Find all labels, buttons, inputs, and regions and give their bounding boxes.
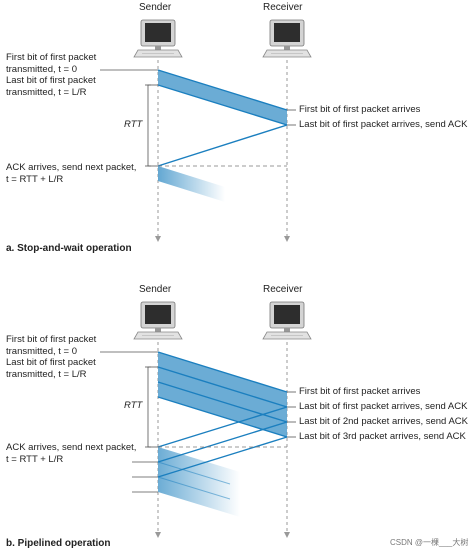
first-bit-label-line2: transmitted, t = 0: [6, 346, 78, 357]
receiver-timeline-arrow-bottom: [284, 532, 290, 538]
packet-1-trailing-edge-top: [157, 84, 288, 126]
last-bit-label-line2: transmitted, t = L/R: [6, 369, 87, 380]
packet-1-leading-edge-top: [157, 69, 288, 111]
last-bit-label-line1: Last bit of first packet: [6, 75, 96, 86]
fading-edge-1-bottom: [157, 461, 231, 485]
sender-computer-icon-top: [133, 19, 183, 58]
ack-arrives-label-line1: ACK arrives, send next packet,: [6, 162, 137, 173]
packet-edge-2-bottom: [157, 381, 288, 423]
fading-edge-2-bottom: [157, 476, 231, 500]
packet-edge-0-bottom: [157, 351, 288, 393]
caption-top: a. Stop-and-wait operation: [6, 243, 132, 254]
ack-line-1-bottom: [157, 406, 288, 448]
right-label-1-top: First bit of first packet arrives: [299, 104, 421, 115]
ack-arrives-label-line1: ACK arrives, send next packet,: [6, 442, 137, 453]
last-bit-label-top: Last bit of first packet transmitted, t …: [6, 75, 96, 99]
ack-arrives-label-line2: t = RTT + L/R: [6, 174, 64, 185]
packet-1-band-top: [158, 70, 287, 125]
receiver-computer-icon-top: [262, 19, 312, 58]
receiver-label-bottom: Receiver: [263, 284, 303, 295]
right-label-2-top: Last bit of first packet arrives, send A…: [299, 119, 468, 130]
packet-2-band-fading-top: [158, 166, 225, 202]
rtt-label-top: RTT: [124, 119, 143, 130]
sender-computer-icon-bottom: [133, 301, 183, 340]
packets-band-fading-bottom: [158, 447, 240, 517]
ack-line-2-bottom: [157, 421, 288, 463]
ack-arrives-label-bottom: ACK arrives, send next packet, t = RTT +…: [6, 442, 136, 466]
ack-line-3-bottom: [157, 436, 288, 478]
sender-timeline-arrow-bottom: [155, 532, 161, 538]
caption-bottom: b. Pipelined operation: [6, 538, 111, 549]
rtt-label-bottom: RTT: [124, 400, 143, 411]
right-label-4-bottom: Last bit of 3rd packet arrives, send ACK: [299, 431, 466, 442]
rtt-bracket-bottom: [147, 366, 151, 448]
last-bit-label-line2: transmitted, t = L/R: [6, 87, 87, 98]
sender-timeline-arrow-top: [155, 236, 161, 242]
packet-edge-3-bottom: [157, 396, 288, 438]
first-bit-label-line1: First bit of first packet: [6, 334, 97, 345]
sender-label-top: Sender: [139, 2, 172, 13]
sender-label-bottom: Sender: [139, 284, 172, 295]
ack-arrives-label-line2: t = RTT + L/R: [6, 454, 64, 465]
right-label-2-bottom: Last bit of first packet arrives, send A…: [299, 401, 468, 412]
right-label-3-bottom: Last bit of 2nd packet arrives, send ACK: [299, 416, 468, 427]
first-bit-label-line1: First bit of first packet: [6, 52, 97, 63]
first-bit-label-top: First bit of first packet transmitted, t…: [6, 52, 96, 76]
last-bit-label-bottom: Last bit of first packet transmitted, t …: [6, 357, 96, 381]
packets-band-bottom: [158, 352, 287, 437]
rtt-bracket-top: [147, 84, 151, 167]
receiver-timeline-arrow-top: [284, 236, 290, 242]
watermark: CSDN @一棵___大树: [390, 538, 469, 547]
first-bit-label-bottom: First bit of first packet transmitted, t…: [6, 334, 96, 358]
ack-line-top: [157, 124, 288, 167]
receiver-computer-icon-bottom: [262, 301, 312, 340]
first-bit-label-line2: transmitted, t = 0: [6, 64, 78, 75]
right-label-1-bottom: First bit of first packet arrives: [299, 386, 421, 397]
receiver-label-top: Receiver: [263, 2, 303, 13]
last-bit-label-line1: Last bit of first packet: [6, 357, 96, 368]
packet-edge-1-bottom: [157, 366, 288, 408]
ack-arrives-label-top: ACK arrives, send next packet, t = RTT +…: [6, 162, 136, 186]
